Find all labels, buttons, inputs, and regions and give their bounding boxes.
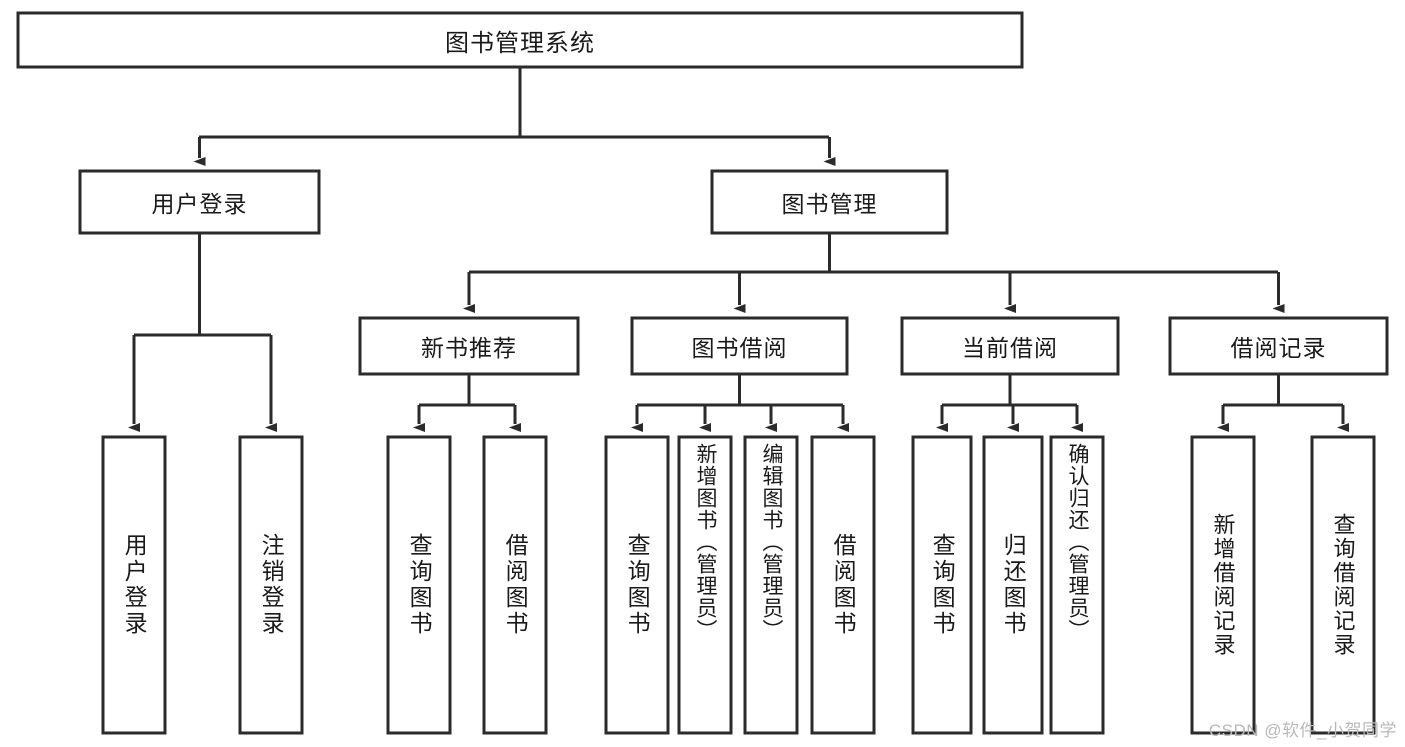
node-box-leaf10[interactable] [982,435,1044,735]
node-box-leaf13[interactable] [1310,435,1376,735]
node-box-leaf8[interactable] [810,435,876,735]
node-box-leaf9[interactable] [911,435,973,735]
node-box-borrow[interactable] [630,316,849,376]
node-box-newbook[interactable] [358,316,580,376]
box-layer [16,11,1389,735]
node-box-leaf3[interactable] [386,435,452,735]
node-box-leaf5[interactable] [604,435,670,735]
node-box-leaf7[interactable] [743,435,799,735]
node-box-current[interactable] [900,316,1120,376]
node-box-bookmgmt[interactable] [710,169,949,235]
node-box-leaf1[interactable] [101,435,167,735]
node-box-leaf6[interactable] [677,435,733,735]
node-box-root[interactable] [16,11,1024,69]
node-box-leaf12[interactable] [1190,435,1256,735]
node-box-login[interactable] [78,169,321,235]
node-box-leaf11[interactable] [1049,435,1105,735]
node-box-records[interactable] [1168,316,1389,376]
node-box-leaf4[interactable] [482,435,548,735]
node-box-leaf2[interactable] [238,435,304,735]
connector-layer [128,67,1349,432]
